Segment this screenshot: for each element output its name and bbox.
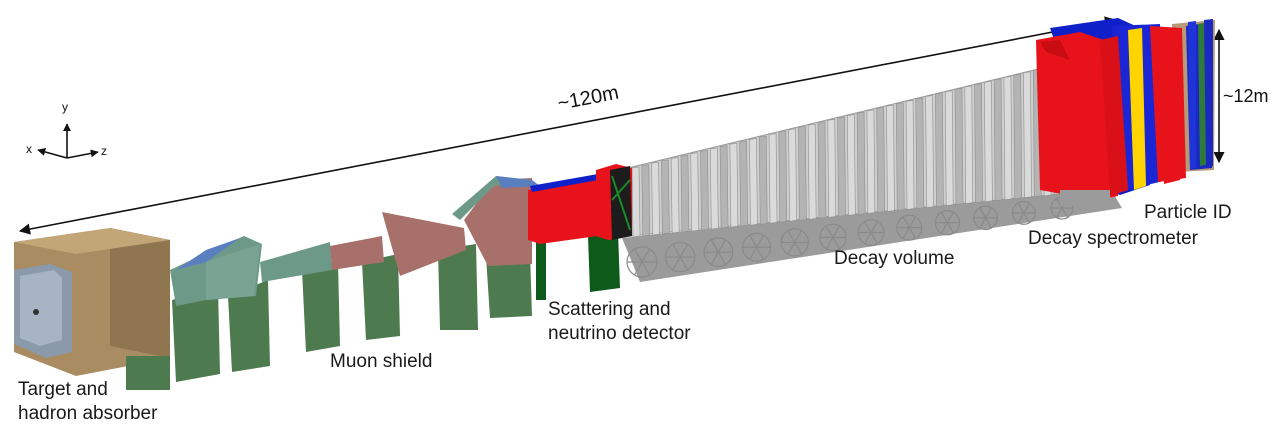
target-label-line1: Target and — [18, 379, 108, 400]
decay-volume-label: Decay volume — [834, 248, 955, 269]
target-hadron-absorber — [14, 228, 170, 376]
decay-spectrometer-label: Decay spectrometer — [1028, 228, 1199, 249]
target-label-line2: hadron absorber — [18, 403, 158, 424]
scattering-label-line1: Scattering and — [548, 299, 671, 320]
axes-icon — [37, 123, 99, 159]
scattering-label: Scattering and neutrino detector — [548, 298, 691, 346]
axis-x-label: x — [26, 142, 32, 156]
length-dimension-label: ~120m — [556, 82, 621, 115]
scattering-label-line2: neutrino detector — [548, 323, 691, 344]
height-dimension-label: ~12m — [1223, 86, 1269, 106]
particle-id-label: Particle ID — [1144, 202, 1232, 223]
muon-shield — [126, 176, 540, 390]
decay-volume-support-frame — [622, 188, 1122, 282]
axis-y-label: y — [62, 100, 68, 114]
target-label: Target and hadron absorber — [18, 378, 157, 426]
muon-shield-label: Muon shield — [330, 351, 433, 372]
length-dimension-arrow — [18, 16, 1117, 235]
decay-spectrometer — [1036, 18, 1186, 206]
axis-z-label: z — [101, 144, 107, 158]
scattering-neutrino-detector — [528, 164, 632, 300]
